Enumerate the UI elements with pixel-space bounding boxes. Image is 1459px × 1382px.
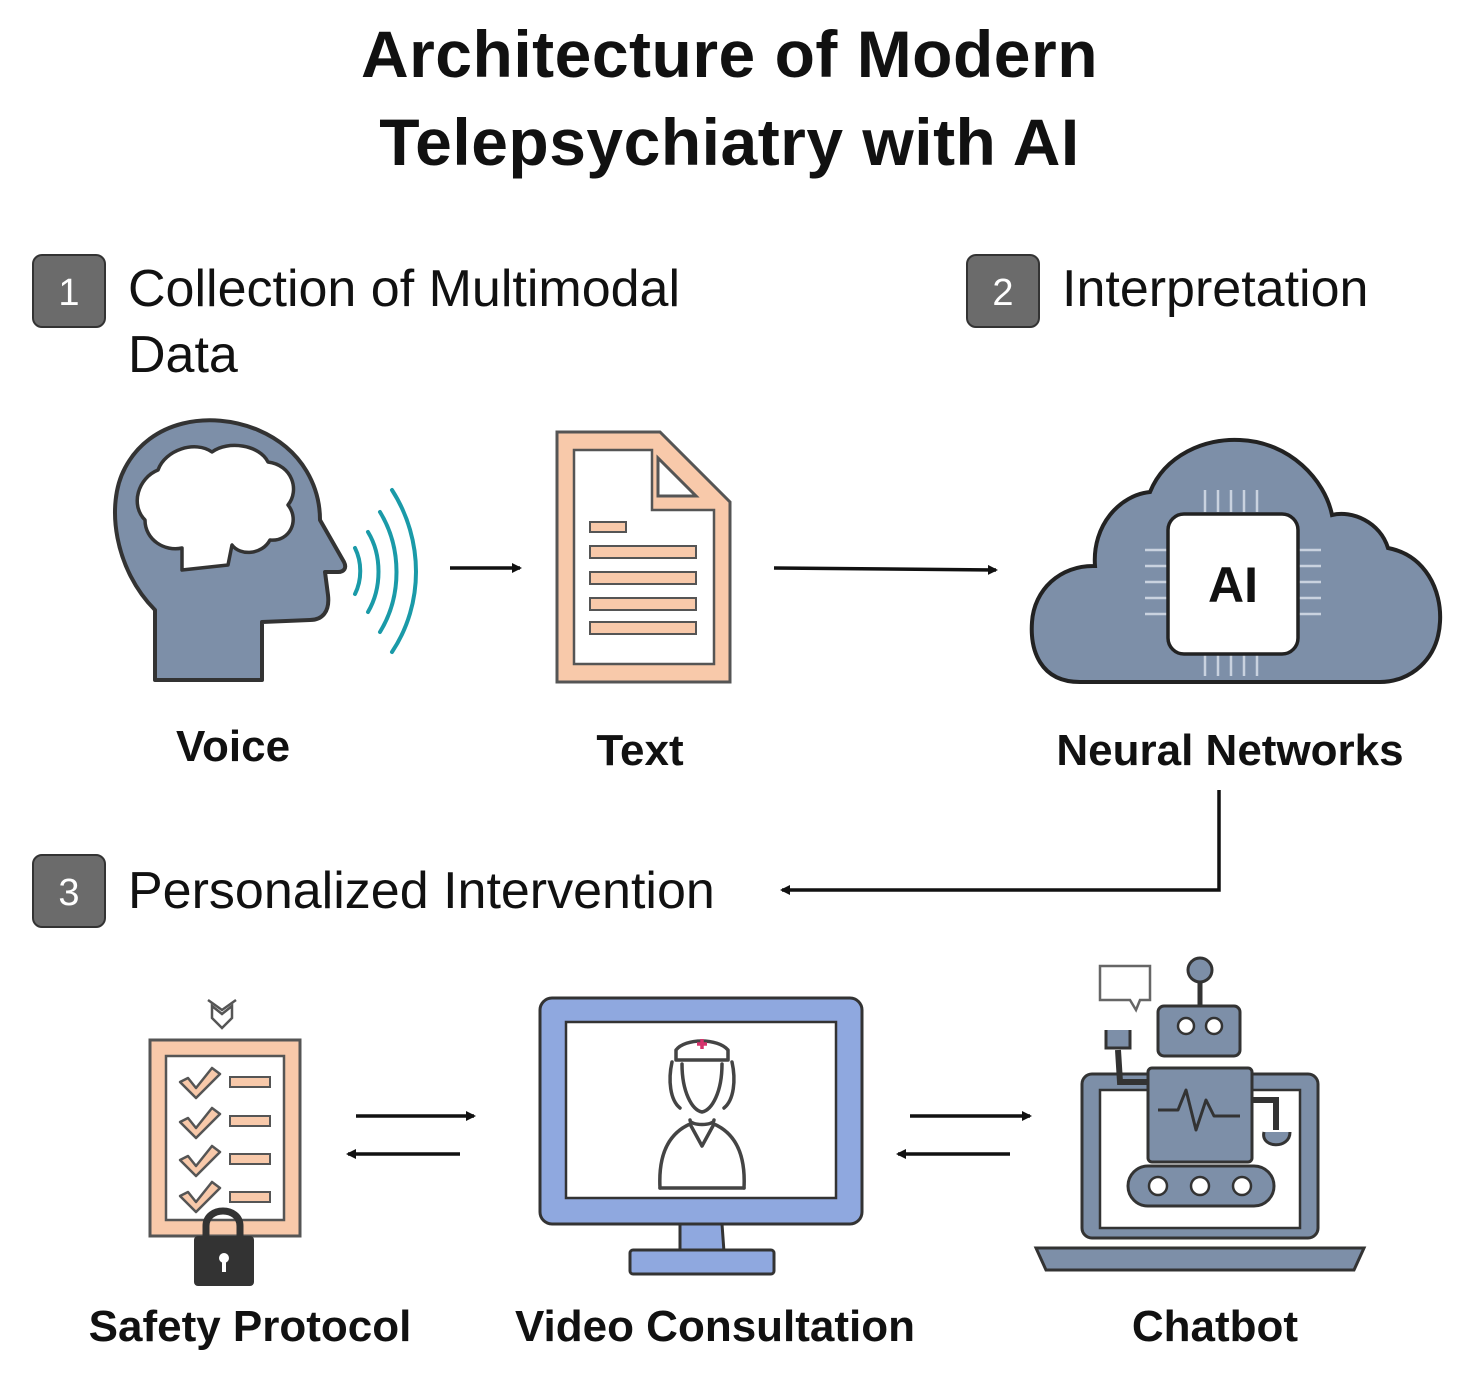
speech-bubble-icon <box>1098 964 1152 1013</box>
step-3-badge: 3 <box>32 854 106 928</box>
nurse-figure <box>658 1039 746 1190</box>
cloud-ai-icon: AI <box>1029 437 1443 684</box>
checklist-lock-icon <box>148 998 302 1286</box>
step-1-badge: 1 <box>32 254 106 328</box>
voice-caption: Voice <box>175 722 291 771</box>
monitor-nurse-icon <box>538 996 864 1276</box>
text-caption: Text <box>596 726 684 775</box>
safety-protocol-caption: Safety Protocol <box>88 1302 412 1351</box>
step-1-label-line-2: Data <box>128 326 238 384</box>
video-consultation-caption: Video Consultation <box>514 1302 916 1351</box>
arrow-neural-to-intervention <box>780 790 1221 895</box>
step-1-label-line-1: Collection of Multimodal <box>128 260 681 318</box>
ai-chip-label: AI <box>1208 557 1258 613</box>
step-3-label: Personalized Intervention <box>128 862 715 920</box>
step-1-label: Collection of Multimodal Data <box>128 256 680 388</box>
head-voice-icon <box>113 418 418 682</box>
title-line-1: Architecture of Modern <box>360 17 1099 91</box>
neural-networks-caption: Neural Networks <box>1056 726 1404 775</box>
title-line-2: Telepsychiatry with AI <box>379 105 1080 179</box>
step-2-badge: 2 <box>966 254 1040 328</box>
laptop-robot-icon <box>1033 956 1367 1272</box>
page-title: Architecture of Modern Telepsychiatry wi… <box>0 10 1459 186</box>
document-icon <box>555 430 732 684</box>
arrow-text-to-neural <box>773 564 998 575</box>
chatbot-caption: Chatbot <box>1131 1302 1299 1351</box>
step-2-label: Interpretation <box>1062 260 1369 318</box>
sound-waves <box>353 488 418 654</box>
